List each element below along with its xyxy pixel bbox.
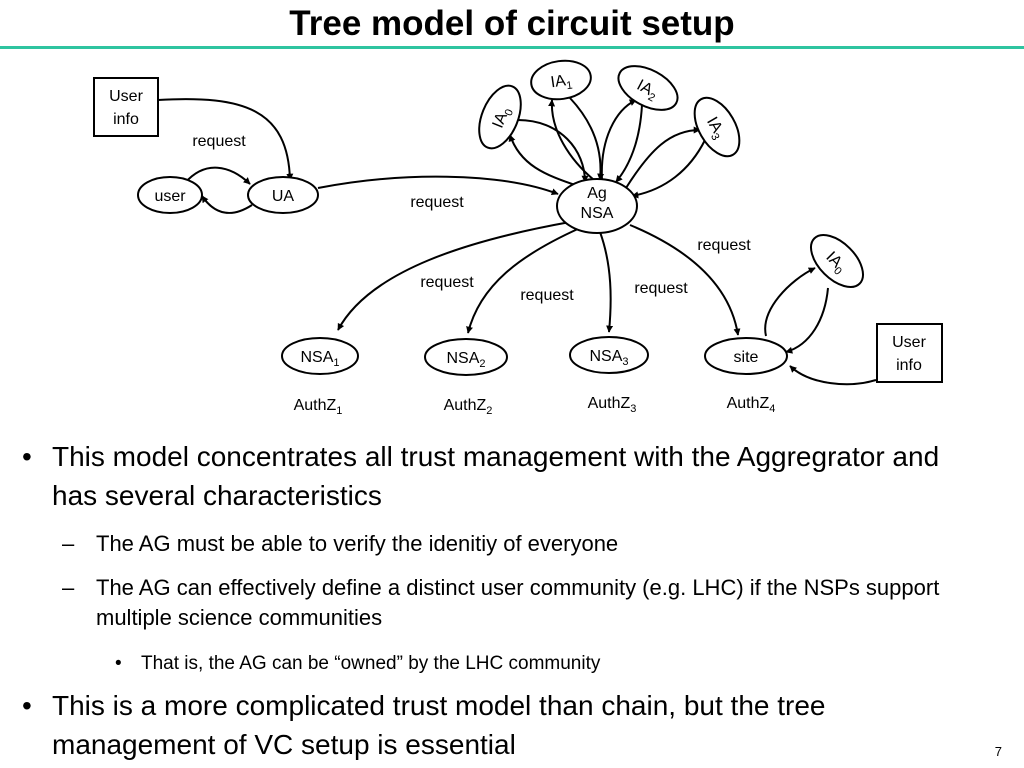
nsa1-node — [281, 337, 359, 375]
bullet-2-marker: • — [22, 690, 32, 721]
nsa3-subscript: 3 — [622, 356, 628, 368]
user-info-box-right — [876, 323, 943, 383]
nsa1-label: NSA — [300, 349, 333, 366]
edge-ag-ia0 — [508, 134, 579, 187]
authz4-label: AuthZ — [727, 395, 770, 412]
request-label-ag-nsa2: request — [520, 287, 574, 304]
authz2-label: AuthZ — [444, 397, 487, 414]
title-rule — [0, 46, 1024, 49]
bullet-2-text: This is a more complicated trust model t… — [52, 690, 826, 760]
edge-ia2-ag — [615, 104, 643, 183]
request-label-ag-nsa3: request — [634, 280, 688, 297]
edge-ia3-ag — [631, 139, 706, 199]
request-label-user-ua: request — [192, 133, 246, 150]
svg-text:AuthZ3: AuthZ3 — [588, 395, 637, 415]
user-info-box-top — [93, 77, 159, 137]
user-node — [137, 176, 203, 214]
authz1-label: AuthZ — [294, 397, 337, 414]
nsa3-label: NSA — [589, 348, 622, 365]
bullet-1-marker: • — [22, 441, 32, 472]
authz4-subscript: 4 — [769, 403, 775, 415]
user-info-top-line1: User — [109, 88, 143, 105]
request-label-ag-nsa1: request — [420, 274, 474, 291]
ia0-label: IA — [490, 110, 512, 131]
ua-label: UA — [272, 188, 295, 205]
bullet-1b-i-marker: • — [115, 653, 122, 674]
ia2-label: IA — [634, 77, 656, 99]
svg-text:NSA1: NSA1 — [300, 349, 339, 369]
user-info-right-line1: User — [892, 334, 926, 351]
bullet-1b-i-text: That is, the AG can be “owned” by the LH… — [141, 653, 601, 674]
user-info-right-line2: info — [896, 357, 922, 374]
bullet-1b-marker: – — [62, 575, 75, 600]
edge-user-ua — [184, 166, 251, 185]
edge-ua-user — [201, 195, 253, 214]
edge-ag-ia1 — [548, 99, 595, 181]
request-label-ua-ag: request — [410, 194, 464, 211]
bullet-1a-marker: – — [62, 531, 75, 556]
ag-nsa-node — [556, 178, 638, 234]
page-number: 7 — [994, 744, 1002, 759]
edge-ag-ia3 — [625, 126, 701, 189]
authz3-subscript: 3 — [630, 403, 636, 415]
user-info-top-line2: info — [113, 111, 139, 128]
ia2-node: IA2 — [617, 65, 679, 111]
edge-ua-ag — [317, 175, 559, 196]
svg-text:NSA3: NSA3 — [589, 348, 628, 368]
site-node — [704, 337, 788, 375]
ia0-site-node: IA0 — [810, 234, 864, 288]
ia0-node: IA0 — [478, 84, 522, 150]
nsa1-subscript: 1 — [333, 357, 339, 369]
ia0-subscript: 0 — [503, 108, 516, 118]
trust-tree-diagram: User info user UA Ag NSA IA0 IA1 IA2 IA3… — [93, 59, 943, 417]
ia3-subscript: 3 — [708, 131, 721, 142]
ia3-node: IA3 — [693, 96, 741, 158]
ia1-subscript: 1 — [566, 80, 574, 93]
edge-ia0-site — [785, 287, 829, 354]
svg-text:AuthZ4: AuthZ4 — [727, 395, 776, 415]
authz3-label: AuthZ — [588, 395, 631, 412]
nsa2-subscript: 2 — [479, 358, 485, 370]
nsa3-node — [569, 336, 649, 374]
nsa2-node — [424, 338, 508, 376]
ia1-node: IA1 — [530, 59, 592, 101]
edge-ag-ia2 — [600, 99, 637, 181]
svg-text:IA1: IA1 — [550, 72, 574, 95]
edge-site-ia0 — [764, 267, 816, 337]
nsa2-label: NSA — [446, 350, 479, 367]
ua-node — [247, 176, 319, 214]
ag-label: Ag — [587, 185, 607, 202]
edge-userinfo-ua — [157, 98, 294, 181]
edge-ia0-ag — [517, 119, 589, 183]
slide-title: Tree model of circuit setup — [289, 4, 735, 43]
svg-text:AuthZ2: AuthZ2 — [444, 397, 493, 417]
authz2-subscript: 2 — [486, 405, 492, 417]
edge-ag-nsa1 — [337, 221, 571, 331]
user-label: user — [154, 188, 186, 205]
ia2-subscript: 2 — [646, 91, 657, 104]
bullet-1b-text: The AG can effectively define a distinct… — [96, 575, 940, 630]
request-label-ag-site: request — [697, 237, 751, 254]
edge-userinfo-site — [789, 365, 877, 386]
bullet-1a-text: The AG must be able to verify the idenit… — [96, 531, 619, 556]
svg-text:IA2: IA2 — [633, 77, 661, 105]
bullet-1-text: This model concentrates all trust manage… — [52, 441, 940, 511]
edge-ag-nsa3 — [599, 231, 614, 333]
svg-text:IA0: IA0 — [490, 105, 517, 132]
edge-ia1-ag — [569, 97, 605, 181]
svg-text:NSA2: NSA2 — [446, 350, 485, 370]
edge-ag-site — [629, 224, 741, 336]
edges — [157, 97, 877, 386]
ia1-label: IA — [550, 72, 568, 91]
svg-text:AuthZ1: AuthZ1 — [294, 397, 343, 417]
authz1-subscript: 1 — [336, 405, 342, 417]
site-label: site — [734, 349, 759, 366]
edge-ag-nsa2 — [466, 227, 581, 334]
ag-nsa-label: NSA — [581, 205, 614, 222]
